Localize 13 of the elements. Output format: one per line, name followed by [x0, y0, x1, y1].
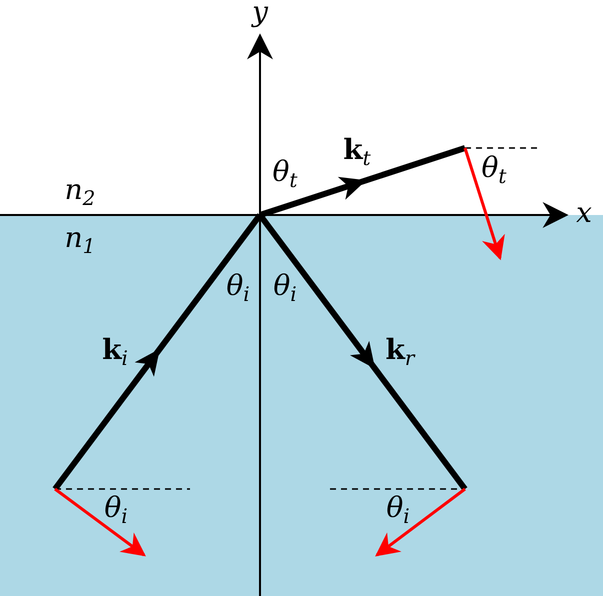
vector-label: k$_{t}$ — [343, 136, 371, 168]
angle-label: θ$_{t}$ — [482, 154, 506, 186]
vector-label: k$_{i}$ — [102, 336, 128, 368]
vector-label: k$_{r}$ — [386, 336, 414, 368]
medium-label: n$_{1}$ — [64, 224, 96, 256]
angle-label: θ$_{i}$ — [226, 272, 250, 304]
angle-label: θ$_{i}$ — [104, 494, 128, 526]
angle-label: θ$_{i}$ — [386, 494, 410, 526]
medium-label: n$_{2}$ — [64, 176, 96, 208]
axis-label: y — [252, 0, 268, 26]
axis-label: x — [576, 199, 592, 227]
angle-label: θ$_{i}$ — [273, 272, 297, 304]
angle-label: θ$_{t}$ — [272, 158, 298, 190]
